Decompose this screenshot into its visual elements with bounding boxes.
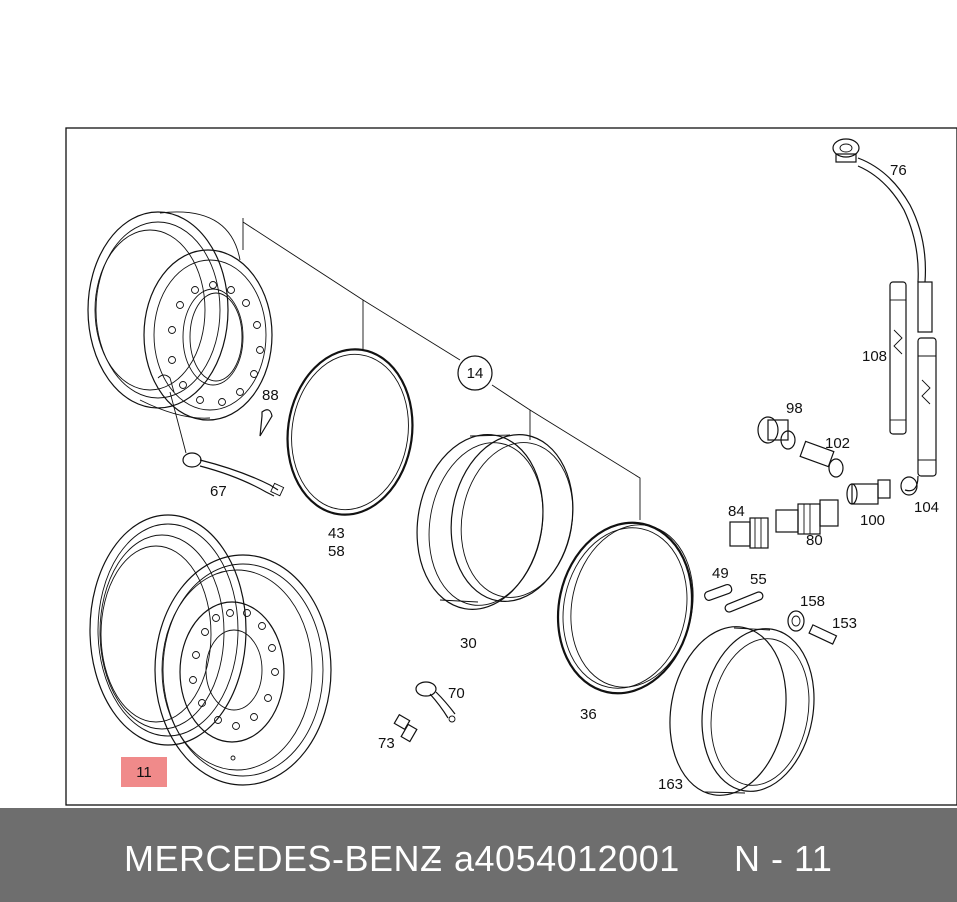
lower-wheel-rim — [89, 514, 332, 786]
callout-108: 108 — [862, 348, 887, 365]
callout-43: 43 — [328, 525, 345, 542]
callout-14-circle — [457, 355, 493, 391]
callout-76: 76 — [890, 162, 907, 179]
callout-104: 104 — [914, 499, 939, 516]
cotter-pin-88 — [259, 409, 273, 437]
footer-position: N - 11 — [734, 838, 833, 879]
coupling-84 — [729, 517, 769, 549]
valve-extension-67 — [169, 391, 285, 497]
bolt-153 — [808, 624, 838, 645]
callout-70: 70 — [448, 685, 465, 702]
strap-55 — [724, 591, 764, 613]
callout-14: 14 — [467, 365, 484, 382]
callout-163: 163 — [658, 776, 683, 793]
callout-84: 84 — [728, 503, 745, 520]
lower-rim-bolt-holes — [189, 609, 279, 730]
footer-brand: MERCEDES-BENZ — [124, 838, 443, 879]
callout-67: 67 — [210, 483, 227, 500]
parts-diagram: 11 14 — [65, 127, 957, 806]
bracket-49 — [704, 583, 733, 601]
callout-98: 98 — [786, 400, 803, 417]
footer-part-number: a4054012001 — [454, 838, 680, 879]
highlight-box — [121, 757, 167, 787]
extension-108 — [889, 281, 937, 477]
o-ring-43 — [286, 348, 414, 516]
upper-rim-bolt-holes — [168, 281, 264, 406]
rim-ring-30 — [416, 434, 574, 610]
callout-80: 80 — [806, 532, 823, 549]
callout-102: 102 — [825, 435, 850, 452]
footer-bar — [0, 808, 957, 902]
callout-49: 49 — [712, 565, 729, 582]
footer-separator: - — [430, 838, 443, 879]
callout-55: 55 — [750, 571, 767, 588]
nut-158 — [787, 610, 805, 632]
callout-158: 158 — [800, 593, 825, 610]
callout-88: 88 — [262, 387, 279, 404]
callout-153: 153 — [832, 615, 857, 632]
elbow-104 — [900, 475, 919, 496]
bracket-lines — [242, 218, 641, 520]
callout-11: 11 — [136, 764, 152, 781]
fitting-98 — [757, 416, 796, 450]
coupling-80 — [775, 499, 839, 535]
callout-30: 30 — [460, 635, 477, 652]
tee-100 — [846, 479, 891, 505]
upper-wheel-rim — [87, 211, 273, 421]
callout-100: 100 — [860, 512, 885, 529]
valve-73 — [393, 713, 418, 743]
callout-58: 58 — [328, 543, 345, 560]
diagram-frame — [65, 127, 957, 806]
valve-70 — [415, 681, 456, 723]
callout-36: 36 — [580, 706, 597, 723]
adapter-102 — [799, 440, 844, 478]
tire-band-163 — [669, 626, 815, 796]
callout-73: 73 — [378, 735, 395, 752]
pressure-hose-76 — [832, 138, 933, 333]
lock-ring-36 — [556, 521, 694, 695]
